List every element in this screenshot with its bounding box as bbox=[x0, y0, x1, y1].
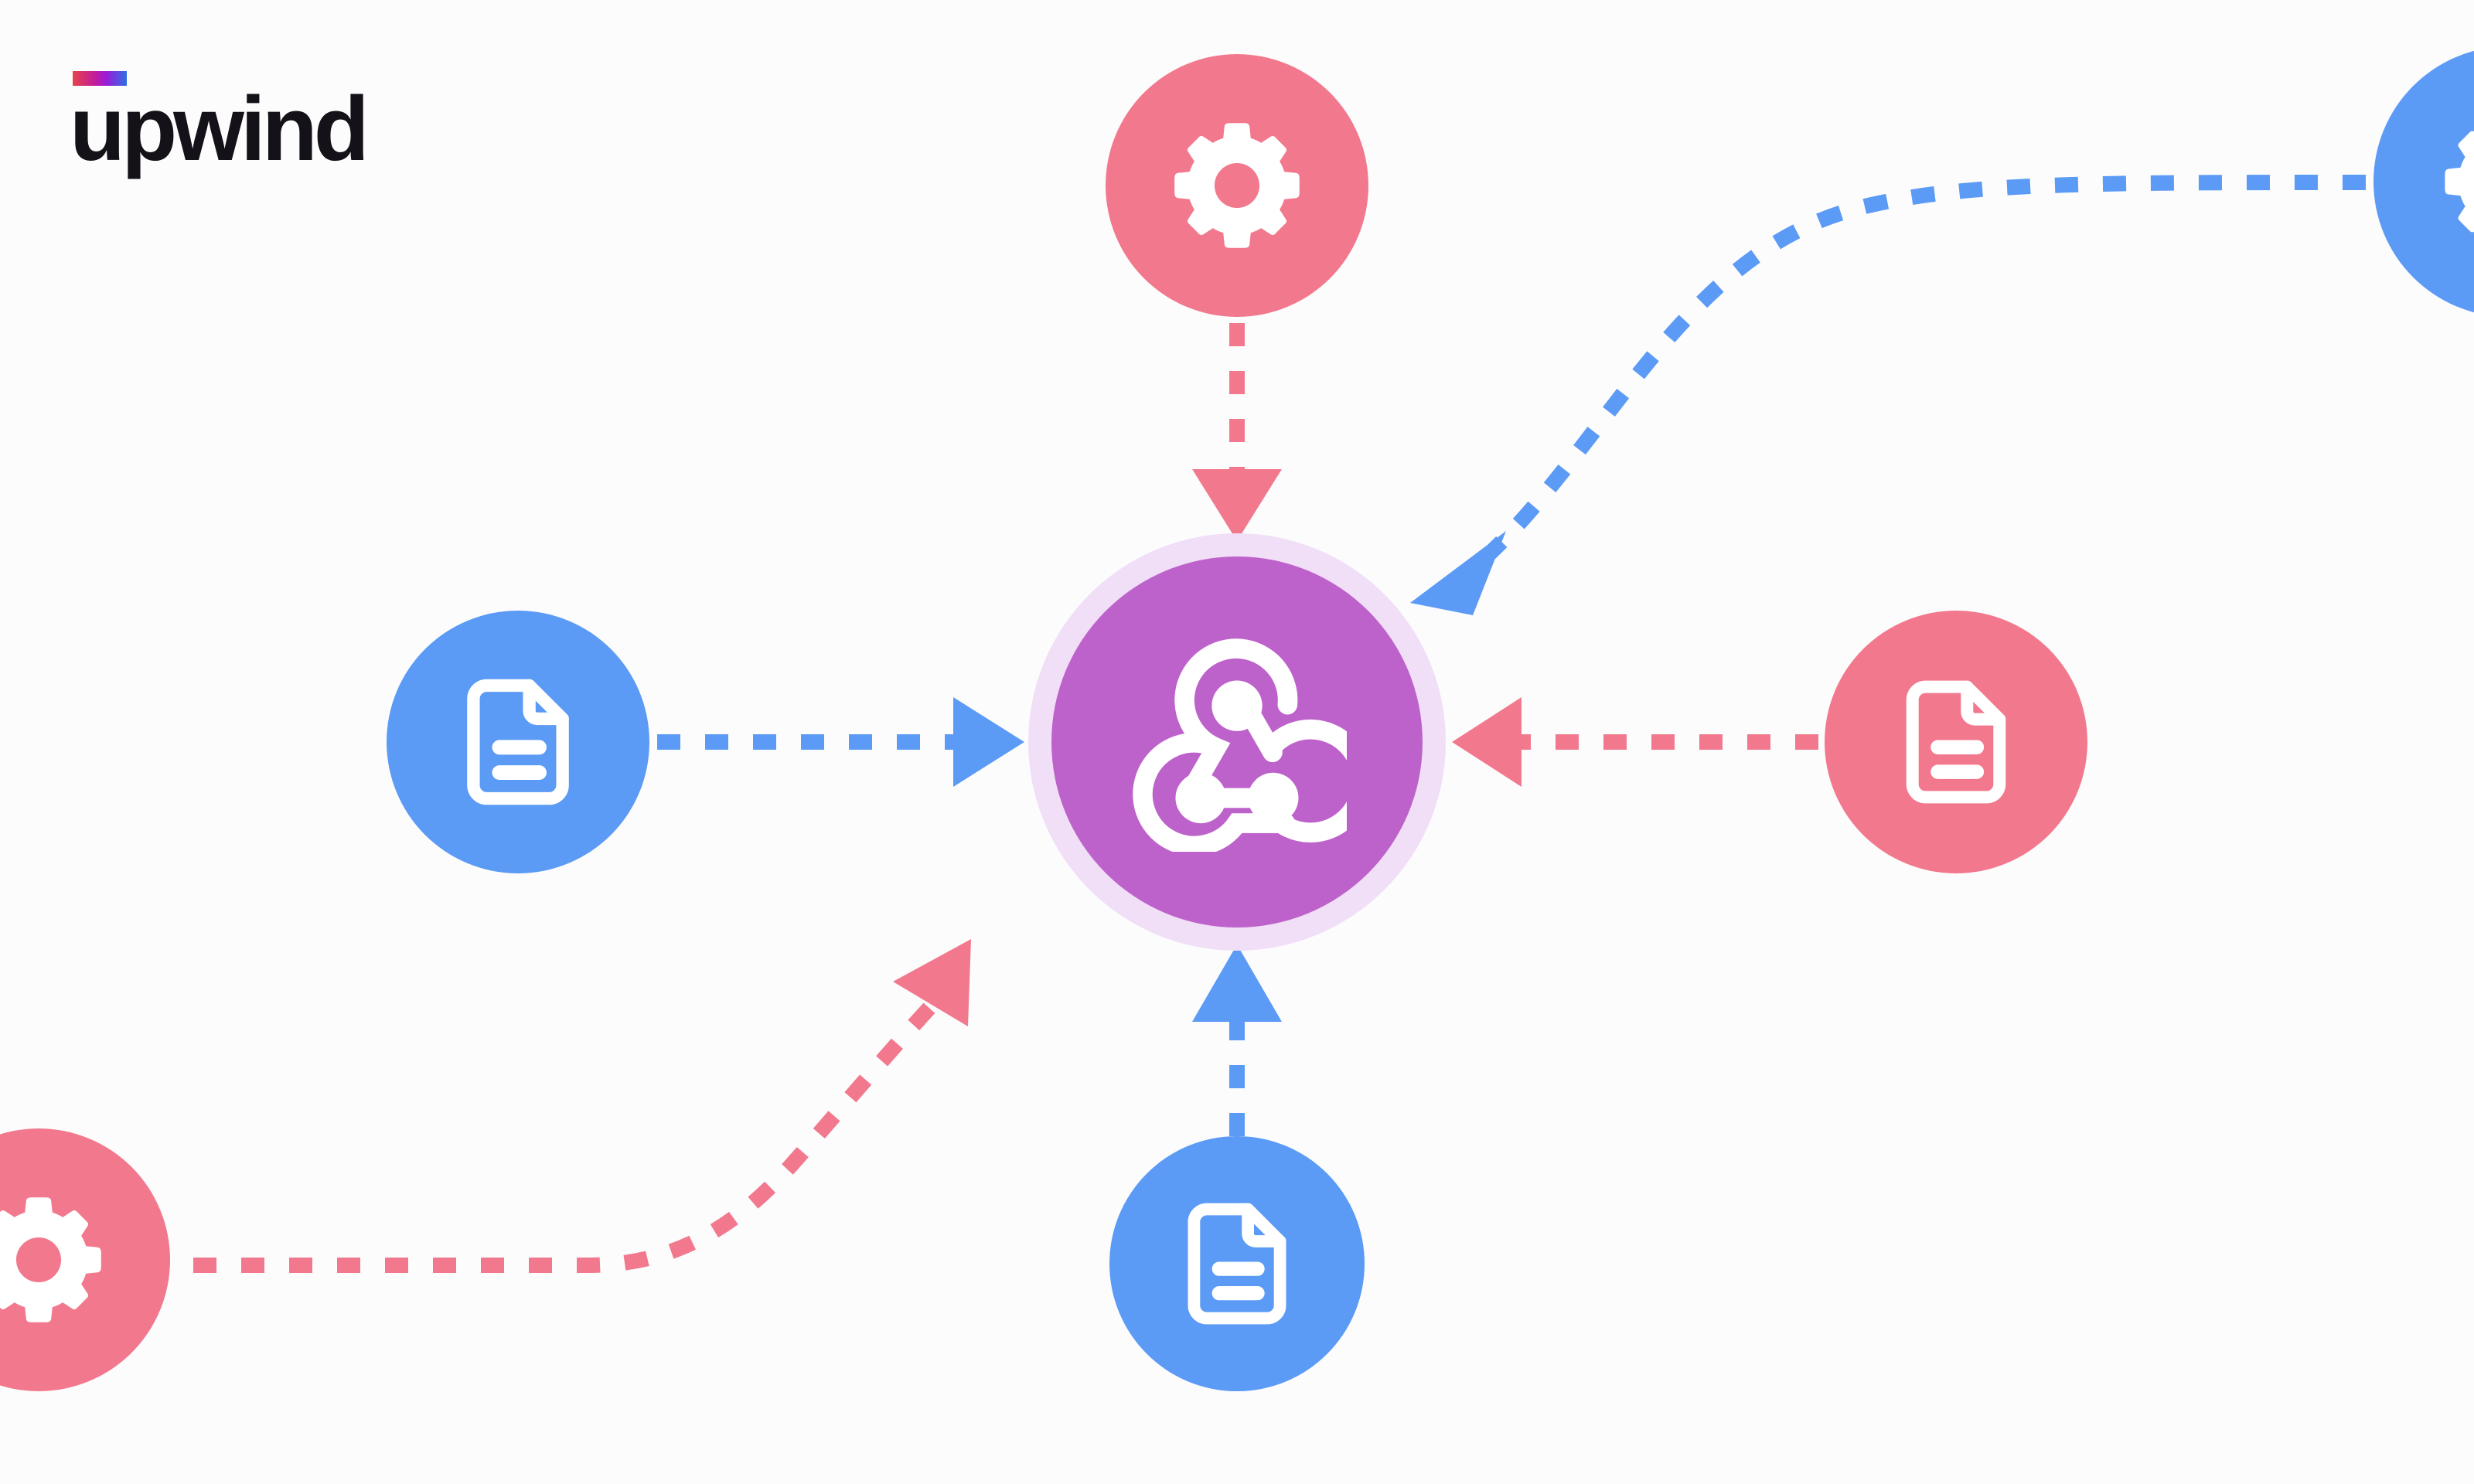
logo-gradient-accent-bar bbox=[73, 71, 127, 86]
arrowhead-up bbox=[1192, 945, 1282, 1022]
node-circle bbox=[2373, 50, 2474, 313]
connector-top-gear-to-hub bbox=[1192, 323, 1282, 541]
arrowhead-down-left bbox=[1410, 531, 1506, 615]
connector-left-doc-to-hub bbox=[657, 697, 1024, 787]
node-circle bbox=[1106, 54, 1368, 317]
connector-right-doc-to-hub bbox=[1452, 697, 1818, 787]
node-bottom-doc-blue[interactable] bbox=[1109, 1136, 1365, 1391]
connector-layer bbox=[193, 175, 2367, 1273]
arrowhead-right bbox=[953, 697, 1024, 787]
node-right-doc-pink[interactable] bbox=[1825, 611, 2087, 873]
webhook-hub-node[interactable] bbox=[1028, 533, 1446, 951]
connector-right-gear-to-hub bbox=[1410, 175, 2367, 615]
connector-path bbox=[193, 992, 946, 1273]
node-top-gear-pink[interactable] bbox=[1106, 54, 1368, 317]
upwind-logo: upwind bbox=[70, 71, 533, 179]
arrowhead-up-right bbox=[893, 939, 971, 1026]
connector-bottom-left-gear-to-hub bbox=[193, 939, 971, 1273]
connector-path bbox=[1464, 175, 2367, 578]
hub-circle bbox=[1051, 556, 1423, 928]
node-right-gear-blue[interactable] bbox=[2373, 46, 2474, 317]
node-bottom-left-gear-pink[interactable] bbox=[0, 1128, 170, 1391]
arrowhead-left bbox=[1452, 697, 1522, 787]
node-left-doc-blue[interactable] bbox=[387, 611, 649, 873]
connector-bottom-doc-to-hub bbox=[1192, 945, 1282, 1136]
arrowhead-down bbox=[1192, 469, 1282, 541]
logo-wordmark-text: upwind bbox=[70, 78, 370, 180]
